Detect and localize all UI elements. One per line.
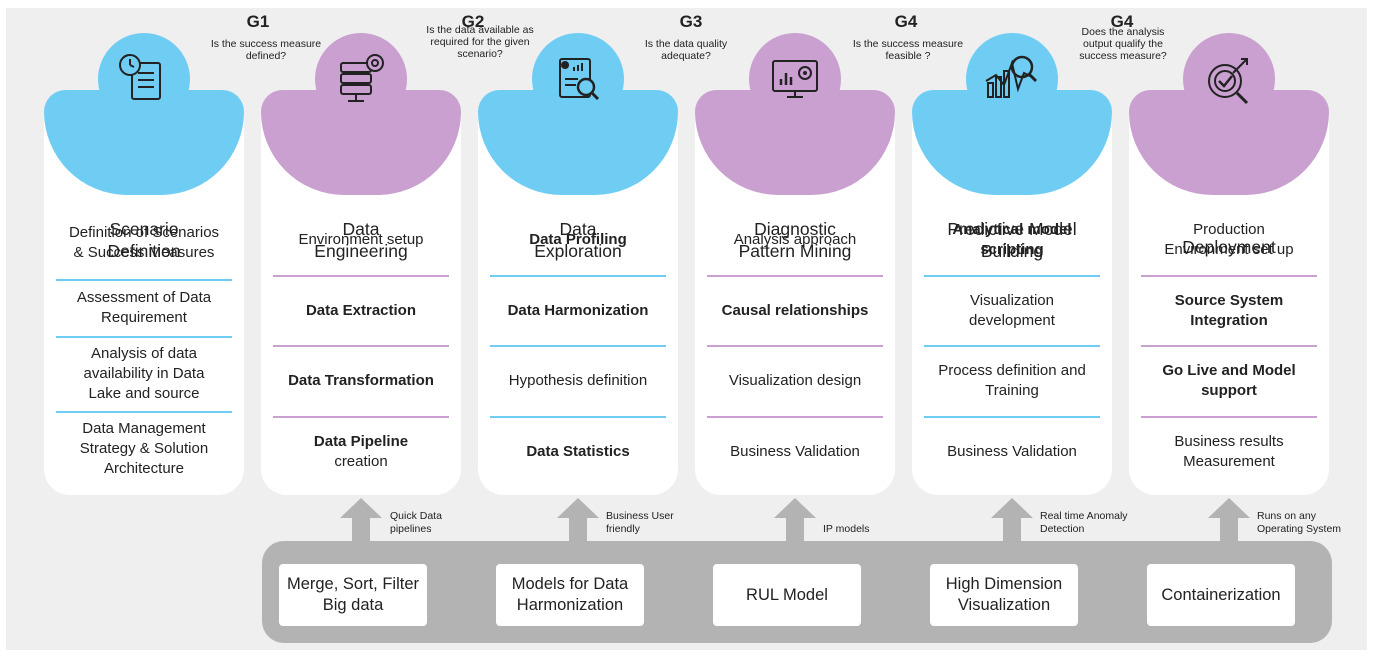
stage-card-predictive-model-building: Predictive Model Building Analytical mod… [912,90,1112,495]
stage-item: Go Live and Model support [1162,362,1296,400]
accelerator-box: RUL Model [713,564,861,626]
stage-item: Production Environment set up [1164,221,1294,259]
gate-question: Is the success measure feasible ? [852,38,964,62]
up-arrow-icon [991,498,1033,542]
gate-question: Is the data available as required for th… [426,24,534,60]
stage-item: Data Profiling [529,231,627,249]
stage-item: Source System Integration [1174,291,1284,329]
gate-code: G3 [679,12,703,31]
stage-title: Data Engineering [314,219,408,261]
gate-code: G2 [461,12,485,31]
up-arrow-icon [340,498,382,542]
stage-item: Data Extraction [305,301,417,319]
accelerator-box: Containerization [1147,564,1295,626]
item-separator [924,345,1100,347]
stage-item-rest: creation [334,452,388,470]
item-separator [1141,274,1317,277]
item-separator [56,279,232,282]
accelerator-note: IP models [823,523,870,535]
item-separator [924,274,1100,277]
item-separator [56,335,232,338]
item-separator [707,415,883,418]
stage-item-bold: Data Pipeline [313,432,409,450]
stage-item: Visualization design [728,372,862,390]
item-separator [490,415,666,418]
target-check-icon [1208,58,1249,105]
gate-code: G4 [1110,12,1134,31]
stage-item: Environment setup [298,231,424,249]
accelerator-box: Models for Data Harmonization [496,564,644,626]
stage-icon-badge [315,33,407,125]
up-arrow-icon [1208,498,1250,542]
stage-item: Business Validation [947,442,1077,460]
stage-icon-badge [966,33,1058,125]
up-arrow-icon [774,498,816,542]
stage-item: Causal relationships [721,301,869,319]
stage-item: Process definition and Training [938,362,1086,400]
accelerator-box: High Dimension Visualization [930,564,1078,626]
stage-title: Deployment [1182,237,1276,257]
stage-card-diagnostic-pattern-mining: Diagnostic Pattern Mining Analysis appro… [695,90,895,495]
stage-icon-badge [749,33,841,125]
item-separator [707,274,883,277]
stage-item: Data Statistics [526,442,630,460]
item-separator [490,345,666,347]
accelerator-note: Business User friendly [606,510,674,535]
gate-question: Does the analysis output qualify the suc… [1079,26,1167,62]
item-separator [924,415,1100,418]
stage-title: Predictive Model Building [947,219,1077,261]
stage-item: Data Management Strategy & Solution Arch… [79,420,209,478]
gate-question: Is the success measure defined? [210,38,322,62]
stage-item: Analytical model scripting [952,221,1072,259]
accelerator-note: Quick Data pipelines [390,510,442,535]
item-separator [1141,345,1317,347]
stage-card-deployment: Deployment Production Environment set up… [1129,90,1329,495]
item-separator [707,345,883,347]
stage-title: Diagnostic Pattern Mining [738,219,852,261]
stage-item: Assessment of Data Requirement [76,289,212,327]
stage-card-data-exploration: Data Exploration Data Profiling Data Har… [478,90,678,495]
item-separator [490,274,666,277]
item-separator [273,415,449,418]
clipboard-clock-icon [119,54,161,100]
stage-icon-badge [532,33,624,125]
chart-magnifier-icon [985,55,1038,98]
stage-item: Data Harmonization [507,301,649,319]
stage-title: Data Exploration [534,219,622,261]
database-gear-icon [340,54,384,102]
item-separator [273,345,449,347]
stage-item: Analysis approach [733,231,857,249]
gate-code: G1 [246,12,270,31]
stage-card-data-engineering: Data Engineering Environment setup Data … [261,90,461,495]
stage-title: Scenario Definition [107,219,181,261]
accelerator-box: Merge, Sort, Filter Big data [279,564,427,626]
accelerator-note: Runs on any Operating System [1257,510,1342,535]
accelerator-note: Real time Anomaly Detection [1040,510,1128,535]
stage-item: Analysis of data availability in Data La… [83,345,205,403]
stage-card-scenario-definition: Scenario Definition Definition of Scenar… [44,90,244,495]
stage-icon-badge [1183,33,1275,125]
stage-item: Data Pipeline creation [273,418,449,487]
report-magnifier-icon [559,58,600,101]
monitor-chart-gear-icon [772,60,818,98]
stage-item: Visualization development [969,291,1055,329]
stage-item: Business results Measurement [1174,432,1284,470]
stage-item: Business Validation [730,442,860,460]
stage-icon-badge [98,33,190,125]
item-separator [56,410,232,413]
gate-code: G4 [894,12,918,31]
gate-question: Is the data quality adequate? [644,38,728,62]
item-separator [1141,415,1317,418]
up-arrow-icon [557,498,599,542]
item-separator [273,274,449,277]
stage-item: Hypothesis definition [508,372,648,390]
stage-item: Data Transformation [288,372,434,390]
stage-item: Definition of Scenarios & Success Measur… [68,223,220,261]
